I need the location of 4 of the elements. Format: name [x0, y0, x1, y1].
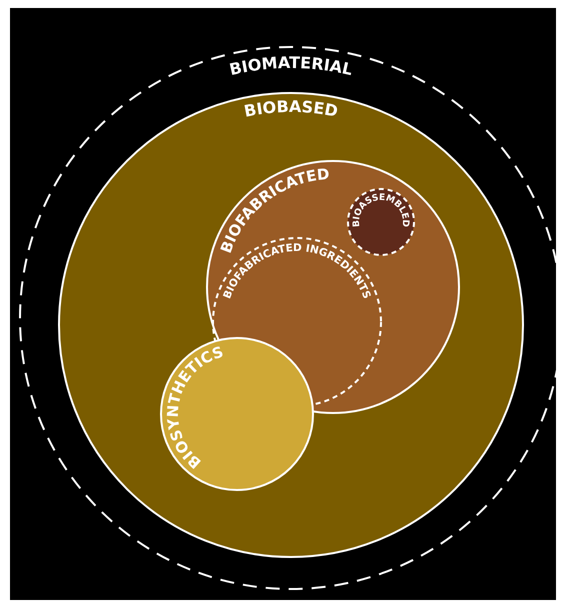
circle: [58, 92, 524, 558]
circle: [160, 337, 314, 491]
circle-label: BIOMATERIAL: [228, 52, 354, 80]
circle-label: BIOBASED: [242, 96, 340, 121]
